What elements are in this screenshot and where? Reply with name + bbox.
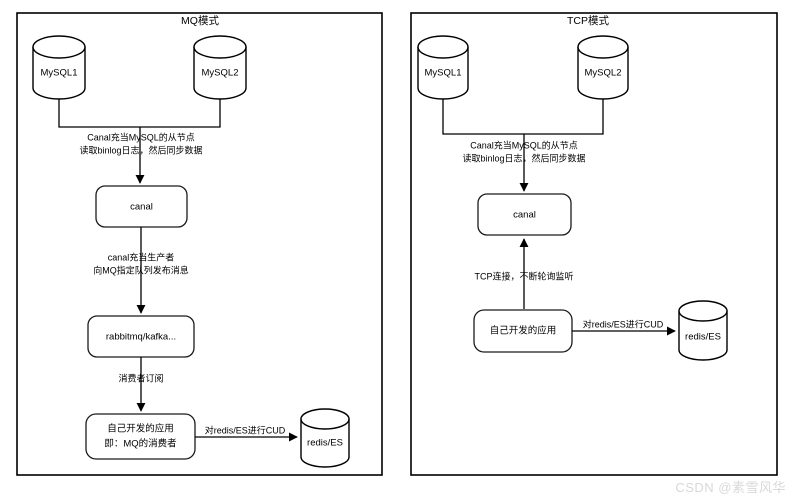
mq-edge-db-to-canal-label-1: Canal充当MySQL的从节点	[87, 131, 195, 142]
mq-broker-node: rabbitmq/kafka...	[87, 315, 195, 358]
mq-edge-mq-to-app-label: 消费者订阅	[118, 372, 163, 383]
mq-canal-node: canal	[95, 185, 188, 228]
tcp-canal-node: canal	[477, 193, 572, 236]
tcp-edge-db-to-canal-label-1: Canal充当MySQL的从节点	[470, 139, 578, 150]
tcp-canal-label: canal	[513, 210, 536, 221]
mq-store-cylinder: redis/ES	[300, 408, 350, 468]
mq-edge-app-to-store-label: 对redis/ES进行CUD	[205, 424, 286, 435]
tcp-edge-app-to-canal-label: TCP连接，不断轮询监听	[474, 270, 573, 281]
mq-store-label: redis/ES	[307, 438, 343, 449]
tcp-db-merge-edge	[442, 99, 604, 135]
tcp-edge-db-to-canal-label-2: 读取binlog日志，然后同步数据	[462, 152, 585, 163]
mq-edge-canal-to-mq-label-2: 向MQ指定队列发布消息	[93, 264, 189, 275]
mq-edge-db-to-canal-label-2: 读取binlog日志，然后同步数据	[79, 144, 202, 155]
mq-mysql1-cylinder: MySQL1	[32, 35, 86, 100]
tcp-store-cylinder: redis/ES	[678, 300, 728, 361]
mq-app-node: 自己开发的应用 即：MQ的消费者	[85, 413, 196, 460]
panel-mq-title: MQ模式	[181, 14, 219, 27]
mq-broker-label: rabbitmq/kafka...	[106, 332, 176, 343]
panel-tcp-title: TCP模式	[567, 14, 609, 27]
tcp-mysql2-label: MySQL2	[585, 68, 622, 79]
panel-mq-mode: MQ模式 MySQL1 MySQL2 Canal充当MySQL的从节点 读取bi…	[16, 12, 383, 476]
mq-app-label-line-2: 即：MQ的消费者	[104, 438, 176, 450]
mq-app-label-line-1: 自己开发的应用	[107, 423, 174, 435]
mq-canal-label: canal	[130, 202, 153, 213]
mq-mysql1-label: MySQL1	[41, 68, 78, 79]
panel-tcp-mode: TCP模式 MySQL1 MySQL2 Canal充当MySQL的从节点 读取b…	[410, 12, 778, 476]
tcp-app-node: 自己开发的应用	[473, 309, 573, 353]
tcp-store-label: redis/ES	[685, 332, 721, 343]
tcp-edge-app-to-store-label: 对redis/ES进行CUD	[583, 318, 664, 329]
tcp-app-label: 自己开发的应用	[490, 325, 557, 337]
mq-mysql2-cylinder: MySQL2	[193, 35, 247, 100]
tcp-mysql2-cylinder: MySQL2	[577, 35, 629, 100]
mq-edge-canal-to-mq-label-1: canal充当生产者	[108, 251, 175, 262]
tcp-mysql1-cylinder: MySQL1	[417, 35, 469, 100]
mq-mysql2-label: MySQL2	[202, 68, 239, 79]
tcp-mysql1-label: MySQL1	[425, 68, 462, 79]
